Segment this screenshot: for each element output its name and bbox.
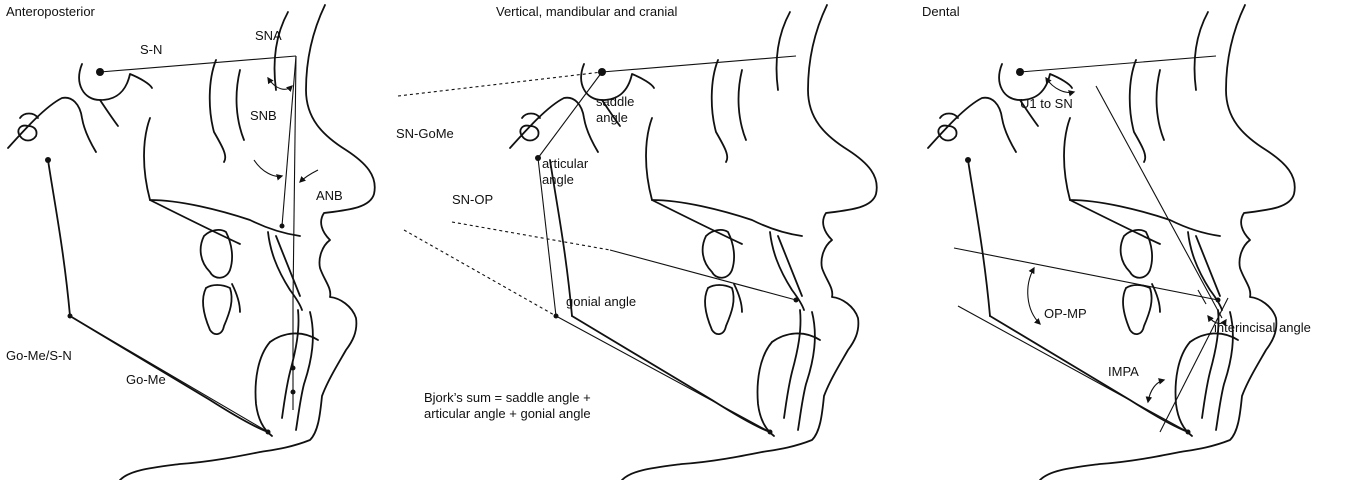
label-s-n: S-N	[140, 42, 162, 57]
label-saddle-2: angle	[596, 110, 628, 125]
label-anb: ANB	[316, 188, 343, 203]
label-gonial: gonial angle	[566, 294, 636, 309]
label-gome-sn: Go-Me/S-N	[6, 348, 72, 363]
panel-dental: Dental U1 to SN OP-MP interincisal angle…	[922, 4, 1311, 480]
label-articular-2: angle	[542, 172, 574, 187]
label-sn-op: SN-OP	[452, 192, 493, 207]
panel-anteroposterior: Anteroposterior S-N SNA SNB ANB Go-Me/S-…	[6, 4, 375, 480]
label-interincisal: interincisal angle	[1214, 320, 1311, 335]
label-op-mp: OP-MP	[1044, 306, 1087, 321]
label-articular-1: articular	[542, 156, 589, 171]
panel-title-dental: Dental	[922, 4, 960, 19]
label-snb: SNB	[250, 108, 277, 123]
label-sna: SNA	[255, 28, 282, 43]
label-gome: Go-Me	[126, 372, 166, 387]
label-sn-gome: SN-GoMe	[396, 126, 454, 141]
label-u1-sn: U1 to SN	[1020, 96, 1073, 111]
label-bjork-1: Bjork’s sum = saddle angle +	[424, 390, 591, 405]
panel-title-vertical: Vertical, mandibular and cranial	[496, 4, 677, 19]
label-saddle-1: saddle	[596, 94, 634, 109]
label-bjork-2: articular angle + gonial angle	[424, 406, 591, 421]
panel-vertical: Vertical, mandibular and cranial SN-GoMe…	[396, 4, 877, 480]
label-impa: IMPA	[1108, 364, 1139, 379]
panel-title-anteroposterior: Anteroposterior	[6, 4, 96, 19]
